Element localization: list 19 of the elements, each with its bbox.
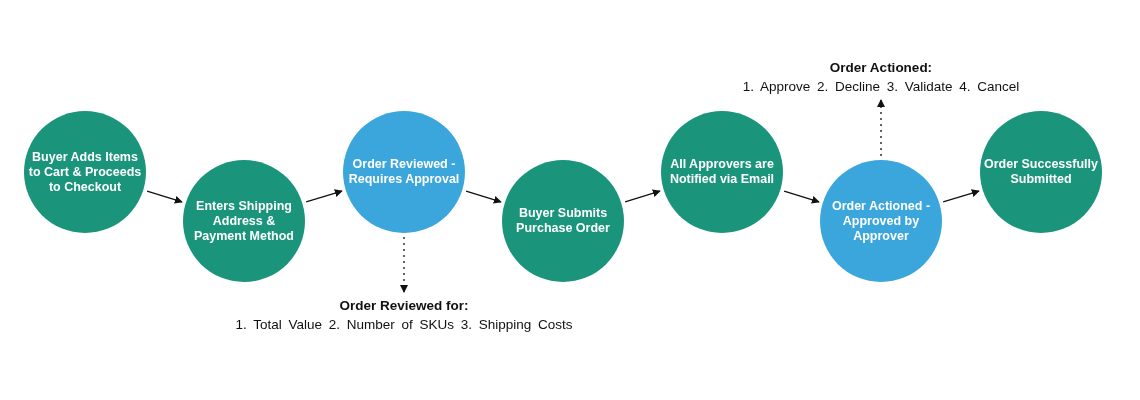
- arrow: [783, 190, 820, 204]
- arrow: [877, 99, 885, 157]
- arrow: [465, 190, 502, 204]
- note-heading: Order Reviewed for:: [339, 297, 469, 315]
- step-label: Order Actioned - Approved by Approver: [830, 198, 932, 244]
- step-label: Buyer Adds Items to Cart & Proceeds to Checkout: [28, 149, 142, 195]
- arrow: [942, 189, 980, 203]
- step-label: Order Reviewed - Requires Approval: [347, 157, 461, 187]
- arrow: [146, 190, 183, 204]
- step-label: Enters Shipping Address & Payment Method: [193, 198, 295, 244]
- step-label: Buyer Submits Purchase Order: [515, 206, 611, 236]
- arrow: [624, 189, 661, 203]
- arrow: [400, 236, 408, 293]
- note-heading: Order Actioned:: [829, 59, 933, 77]
- note-list: 1. Total Value 2. Number of SKUs 3. Shipping Costs: [235, 315, 573, 334]
- arrow: [305, 189, 343, 203]
- note-list: 1. Approve 2. Decline 3. Validate 4. Cancel: [742, 77, 1020, 96]
- step-label: Order Successfully Submitted: [984, 157, 1098, 187]
- step-label: All Approvers are Notified via Email: [668, 157, 776, 187]
